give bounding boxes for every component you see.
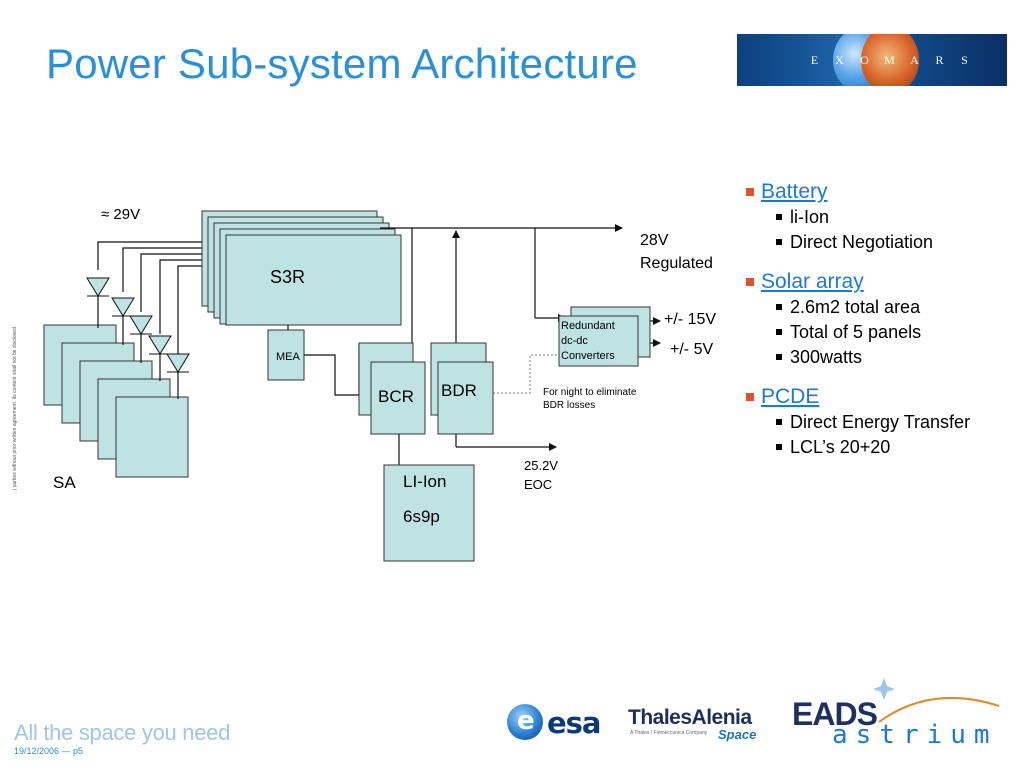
eads-astrium-logo: EADS astrium — [786, 676, 1006, 752]
night-note-line2: BDR losses — [543, 400, 595, 411]
battery-config-label: 6s9p — [403, 507, 440, 526]
exomars-letters: E X O M A R S — [737, 34, 1007, 86]
exomars-letter: E — [810, 52, 819, 67]
eads-logo-text: EADS — [792, 696, 878, 732]
sub-bullet-icon — [776, 419, 782, 425]
night-supply-link — [493, 354, 562, 394]
battery-type-label: LI-Ion — [403, 472, 446, 491]
battery-link[interactable]: Battery — [761, 180, 828, 203]
solar-array-link[interactable]: Solar array — [761, 270, 864, 293]
astrium-logo-text: astrium — [832, 720, 998, 750]
converters-label-line3: Converters — [561, 350, 615, 362]
exomars-letter: O — [860, 52, 869, 67]
diode-icon — [129, 315, 153, 335]
solar-array-panels — [43, 324, 189, 478]
list-item: 2.6m2 total area — [776, 297, 1016, 317]
exomars-banner: E X O M A R S — [737, 34, 1007, 86]
sub-bullet-icon — [776, 354, 782, 360]
key-points-list: Battery li-Ion Direct Negotiation Solar … — [746, 180, 1016, 475]
s3r-label: S3R — [270, 267, 305, 287]
output-15v-label: +/- 15V — [664, 311, 716, 328]
planet-mars-icon — [861, 34, 919, 86]
bullet-pcde: PCDE Direct Energy Transfer LCL’s 20+20 — [746, 385, 1016, 457]
list-item: LCL’s 20+20 — [776, 437, 1016, 457]
eoc-voltage-label: 25.2V — [524, 458, 558, 473]
pcde-link[interactable]: PCDE — [761, 385, 820, 408]
diode-icon — [111, 297, 135, 317]
sub-bullet-icon — [776, 329, 782, 335]
list-item: Direct Negotiation — [776, 232, 1016, 252]
list-item: Direct Energy Transfer — [776, 412, 1016, 432]
bus-voltage-label: ≈ 29V — [101, 206, 140, 223]
night-note-line1: For night to eliminate — [543, 387, 637, 398]
converters-label-line2: dc-dc — [561, 335, 588, 347]
regulated-voltage-label: 28V — [640, 232, 669, 249]
exomars-letter: S — [961, 52, 968, 67]
bullet-battery: Battery li-Ion Direct Negotiation — [746, 180, 1016, 252]
blocking-diodes — [86, 277, 190, 373]
bdr-box — [430, 342, 494, 435]
esa-logo-text: esa — [547, 706, 601, 740]
bullet-square-icon — [746, 393, 754, 401]
diode-icon — [86, 277, 110, 297]
bullet-solar-array: Solar array 2.6m2 total area Total of 5 … — [746, 270, 1016, 367]
exomars-letter: M — [884, 52, 895, 67]
mea-box — [267, 329, 305, 381]
list-item: 300watts — [776, 347, 1016, 367]
bullet-square-icon — [746, 278, 754, 286]
esa-globe-icon — [507, 704, 543, 740]
list-item: Total of 5 panels — [776, 322, 1016, 342]
mea-label: MEA — [276, 351, 301, 363]
thales-alenia-logo: ThalesAlenia A Thales / Finmeccanica Com… — [620, 688, 768, 748]
bdr-label: BDR — [441, 381, 477, 400]
exomars-letter: A — [910, 52, 919, 67]
output-5v-label: +/- 5V — [670, 341, 713, 358]
thales-logo-space: Space — [718, 727, 757, 742]
esa-e-mark: e — [517, 706, 535, 736]
battery-box — [383, 464, 475, 562]
sub-bullet-icon — [776, 444, 782, 450]
bcr-box — [358, 342, 426, 435]
converters-label-line1: Redundant — [561, 320, 615, 332]
sub-bullet-icon — [776, 214, 782, 220]
regulated-label: Regulated — [640, 255, 713, 272]
exomars-letter: R — [935, 52, 944, 67]
page-title: Power Sub-system Architecture — [46, 40, 638, 87]
diode-icon — [148, 335, 172, 355]
solar-array-label: SA — [53, 473, 76, 492]
list-item: li-Ion — [776, 207, 1016, 227]
esa-logo: e esa — [505, 702, 613, 742]
tagline: All the space you need — [14, 720, 230, 745]
s3r-stack — [201, 210, 402, 326]
star-swoosh-icon — [873, 678, 1000, 723]
bullet-square-icon — [746, 188, 754, 196]
bcr-label: BCR — [378, 387, 414, 406]
sub-bullet-icon — [776, 239, 782, 245]
exomars-letter: X — [835, 52, 844, 67]
thales-logo-text: ThalesAlenia — [628, 706, 752, 729]
diode-icon — [166, 353, 190, 373]
dc-dc-converters-box — [558, 306, 651, 367]
sub-bullet-icon — [776, 304, 782, 310]
thales-logo-subtext: A Thales / Finmeccanica Company — [630, 730, 708, 736]
solar-panel — [115, 396, 189, 478]
footer-date: 19/12/2006 — p5 — [14, 746, 84, 756]
s3r-module — [225, 234, 402, 326]
eoc-label: EOC — [524, 477, 552, 492]
